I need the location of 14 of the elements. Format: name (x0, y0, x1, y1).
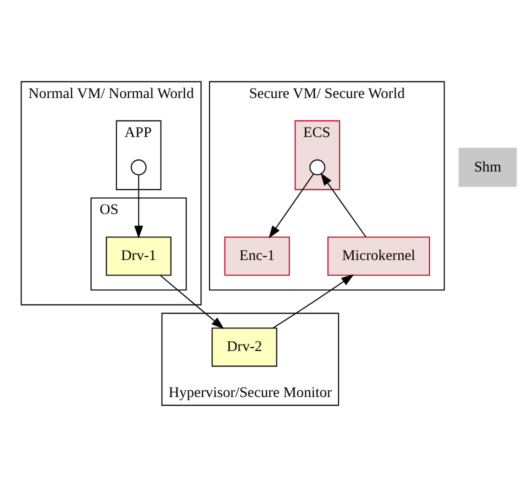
arrow (160, 275, 224, 330)
arrow (272, 274, 354, 328)
node-box: Microkernel (327, 236, 430, 276)
node-circle (130, 159, 147, 176)
node-circle (309, 159, 326, 176)
cluster: APP (116, 120, 162, 190)
cluster: ECS (294, 120, 340, 190)
node-box: Drv-2 (212, 328, 278, 367)
node-box: Enc-1 (224, 236, 290, 276)
arrow (134, 174, 144, 238)
node-box: Drv-1 (106, 236, 172, 276)
node-box: Shm (458, 148, 517, 187)
arrow (268, 174, 314, 238)
arrow (320, 172, 366, 238)
